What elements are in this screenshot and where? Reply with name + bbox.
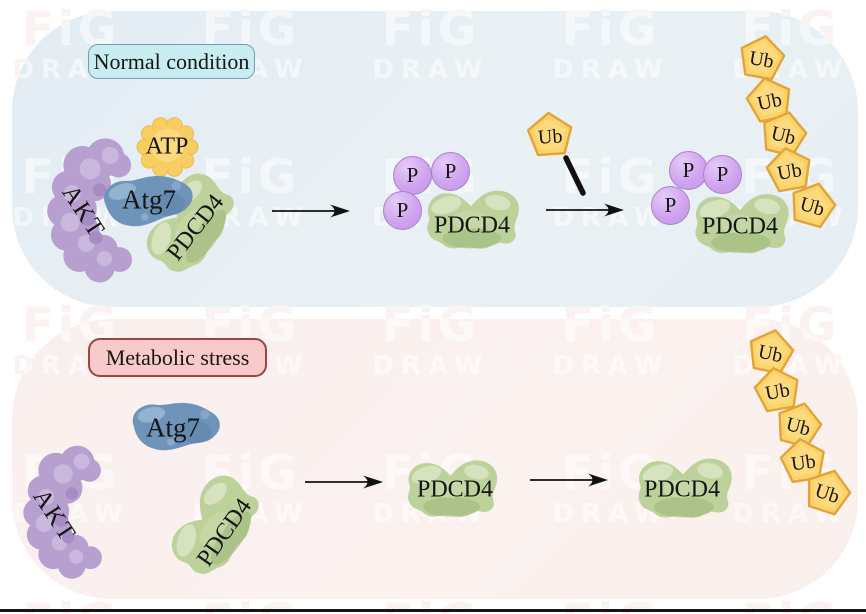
arrow-ubiquitination: [545, 202, 625, 218]
phosphate-label: P: [682, 158, 695, 182]
metabolic-stress-label: Metabolic stress: [88, 338, 267, 377]
phosphate-circle: P: [383, 191, 422, 230]
normal-condition-text: Normal condition: [93, 48, 250, 74]
ubiquitin-pentagon: Ub: [524, 109, 575, 158]
phosphate-label: P: [664, 193, 677, 217]
phosphate-circle: P: [431, 152, 470, 191]
phosphate-label: P: [406, 163, 419, 187]
ubiquitin-label: Ub: [537, 125, 564, 149]
window-bottom-border: [0, 609, 866, 612]
atg7-label: Atg7: [122, 184, 176, 215]
phosphate-circle: P: [669, 151, 708, 190]
phosphate-circle: P: [393, 156, 432, 195]
atp-label: ATP: [145, 133, 189, 160]
normal-condition-label: Normal condition: [88, 44, 255, 79]
arrow-no-ubiquitination: [529, 472, 609, 488]
pdcd4-stable-label-2: PDCD4: [643, 476, 721, 503]
pdcd4-ubiquitinated-label: PDCD4: [701, 213, 779, 240]
phosphate-circle: P: [651, 186, 690, 225]
arrow-phosphorylation: [271, 203, 351, 219]
phosphate-label: P: [444, 159, 457, 183]
phosphate-label: P: [716, 162, 729, 186]
phosphate-label: P: [396, 198, 409, 222]
arrow-no-phosphorylation: [304, 474, 384, 490]
phosphate-circle: P: [703, 155, 742, 194]
pdcd4-stable-label-1: PDCD4: [416, 476, 494, 503]
metabolic-stress-text: Metabolic stress: [105, 344, 250, 370]
atg7-label-stress: Atg7: [146, 412, 200, 443]
pdcd4-phosphorylated-label: PDCD4: [433, 212, 511, 239]
ubiquitin-tether-line: [563, 155, 586, 196]
